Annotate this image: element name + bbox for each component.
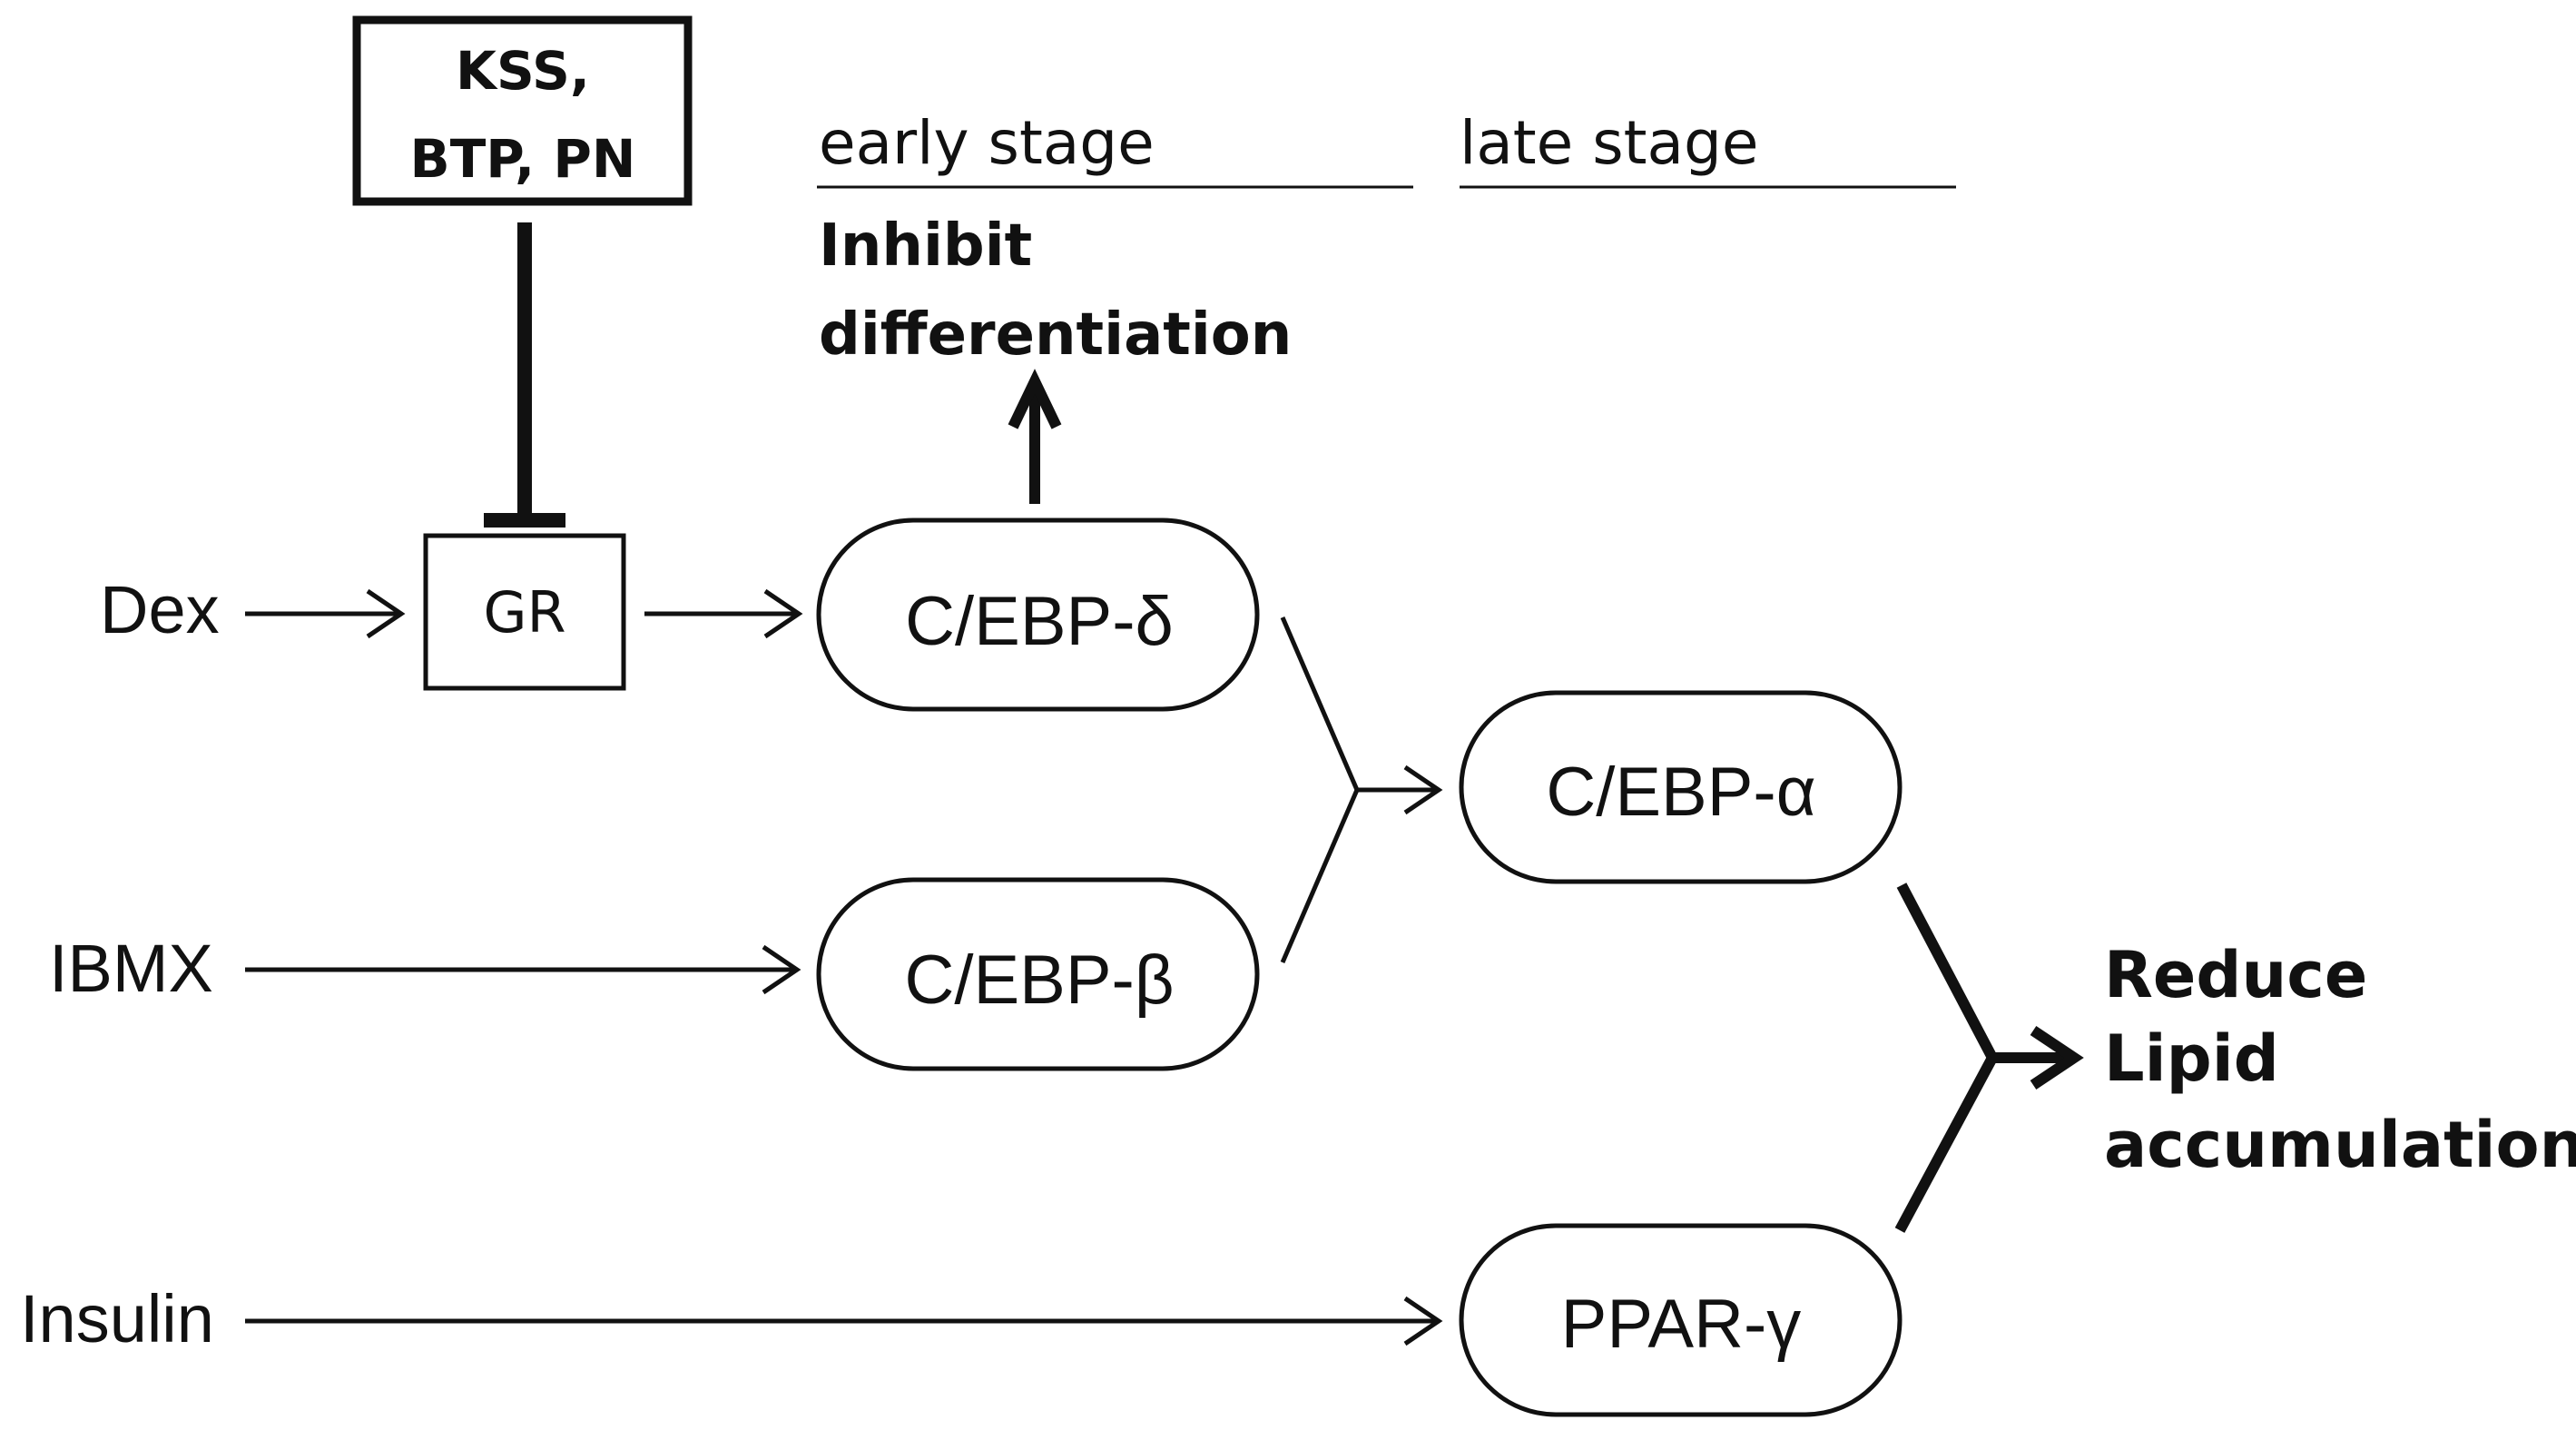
inhibit-differentiation-line1: Inhibit	[819, 212, 1032, 280]
ppar-gamma-label: PPAR-γ	[1561, 1286, 1802, 1363]
reduce-lipid-line2: Lipid	[2104, 1021, 2279, 1096]
cebp-beta-node	[816, 877, 1260, 1071]
gr-label: GR	[483, 579, 565, 646]
inhibit-differentiation-line2: differentiation	[819, 301, 1292, 369]
cebp-delta-node	[816, 518, 1260, 712]
gr-to-cebp-delta-arrow	[644, 588, 803, 639]
insulin-to-ppar-gamma-arrow	[245, 1296, 1443, 1346]
reduce-lipid-line3: accumulation	[2104, 1108, 2576, 1182]
inhibitor-label-line1: KSS,	[456, 40, 590, 102]
inhibitor-label-line2: BTP, PN	[410, 128, 636, 190]
dex-to-gr-arrow	[245, 588, 406, 639]
early-stage-label: early stage	[819, 108, 1155, 178]
ibmx-to-cebp-beta-arrow	[245, 944, 801, 995]
converge-to-lipid-arrow	[1894, 883, 2084, 1233]
cebp-converge-to-alpha-arrow	[1280, 616, 1443, 963]
differentiation-arrow-head	[1008, 369, 1062, 429]
late-stage-label: late stage	[1460, 108, 1758, 178]
gr-box	[423, 533, 626, 691]
cebp-alpha-node	[1459, 690, 1903, 884]
cebp-delta-label: C/EBP-δ	[905, 583, 1174, 660]
reduce-lipid-line1: Reduce	[2104, 938, 2367, 1012]
ppar-gamma-node	[1459, 1223, 1903, 1417]
ibmx-label: IBMX	[49, 931, 213, 1006]
dex-label: Dex	[100, 572, 220, 647]
insulin-label: Insulin	[20, 1281, 214, 1356]
cebp-beta-label: C/EBP-β	[904, 942, 1174, 1019]
inhibitor-box	[352, 15, 693, 206]
cebp-alpha-label: C/EBP-α	[1546, 754, 1815, 831]
